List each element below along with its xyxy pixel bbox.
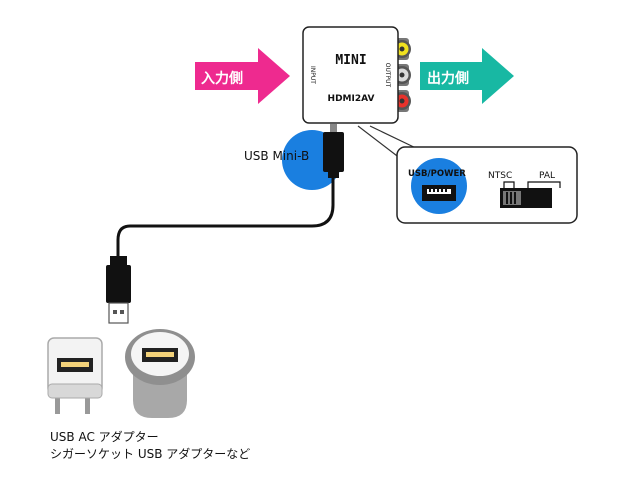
adapter-caption-line1: USB AC アダプター (50, 429, 159, 444)
ntsc-pal-switch (500, 188, 552, 208)
car-socket-usb-adapter (125, 329, 195, 418)
input-arrow-label: 入力側 (201, 70, 243, 87)
ntsc-label: NTSC (488, 171, 512, 181)
usb-mini-b-plug (323, 124, 344, 178)
detail-callout: USB/POWER NTSC PAL (396, 146, 578, 224)
usb-power-label: USB/POWER (408, 169, 466, 179)
adapter-caption-line2: シガーソケット USB アダプターなど (50, 446, 250, 461)
port-pins (429, 189, 447, 192)
device-logo: MINI (335, 53, 366, 68)
output-arrow: 出力側 (420, 48, 514, 104)
device-input-label: INPUT (309, 66, 316, 84)
pal-label: PAL (539, 171, 555, 181)
usb-cable (116, 176, 335, 258)
output-arrow-label: 出力側 (427, 70, 469, 87)
device-model: HDMI2AV (328, 94, 375, 104)
usb-a-plug (106, 256, 131, 324)
device-output-label: OUTPUT (384, 63, 391, 88)
converter-device: MINI HDMI2AV INPUT OUTPUT (302, 26, 399, 124)
input-arrow: 入力側 (195, 48, 290, 104)
usb-ac-adapter (47, 337, 103, 414)
usb-mini-b-label: USB Mini-B (244, 149, 309, 163)
